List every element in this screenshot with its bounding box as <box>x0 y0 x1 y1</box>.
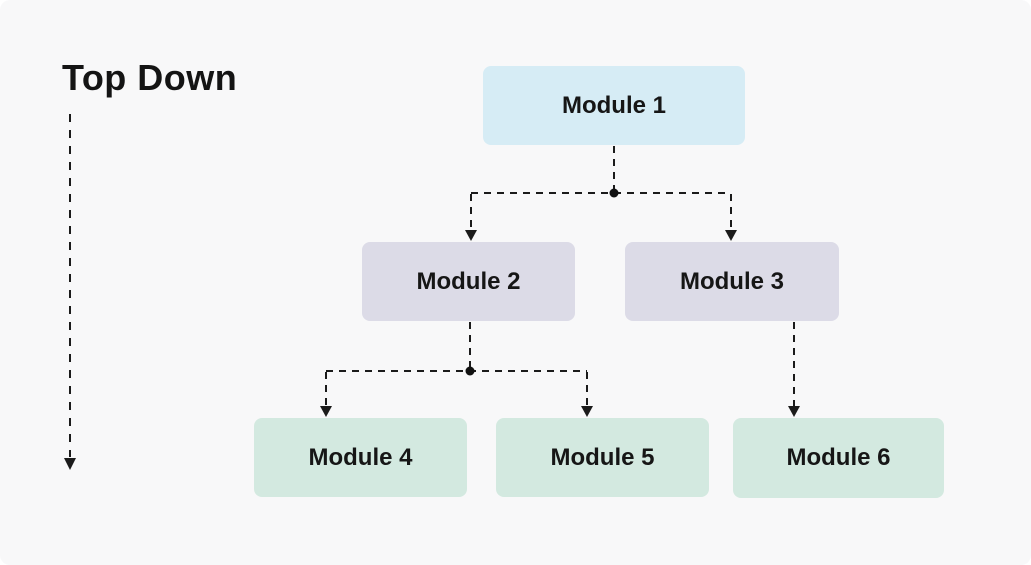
junction1-dot <box>609 188 619 198</box>
module-1-box: Module 1 <box>483 66 745 145</box>
module6-arrowhead-icon <box>788 406 800 417</box>
module-6-box: Module 6 <box>733 418 944 498</box>
module-1-label: Module 1 <box>561 91 666 119</box>
module-3-label: Module 3 <box>679 267 784 295</box>
junction2-dot <box>465 366 475 376</box>
module-3-box: Module 3 <box>625 242 839 321</box>
module-4-label: Module 4 <box>308 443 413 471</box>
module4-arrowhead-icon <box>320 406 332 417</box>
module2-arrowhead-icon <box>465 230 477 241</box>
module-6-label: Module 6 <box>786 444 891 471</box>
module-2-label: Module 2 <box>416 267 521 295</box>
module-5-label: Module 5 <box>550 443 655 471</box>
top-down-arrowhead-icon <box>64 458 76 470</box>
module-5-box: Module 5 <box>496 418 709 497</box>
module5-arrowhead-icon <box>581 406 593 417</box>
module-2-box: Module 2 <box>362 242 575 321</box>
module3-arrowhead-icon <box>725 230 737 241</box>
diagram-title: Top Down <box>62 57 238 98</box>
module-4-box: Module 4 <box>254 418 467 497</box>
